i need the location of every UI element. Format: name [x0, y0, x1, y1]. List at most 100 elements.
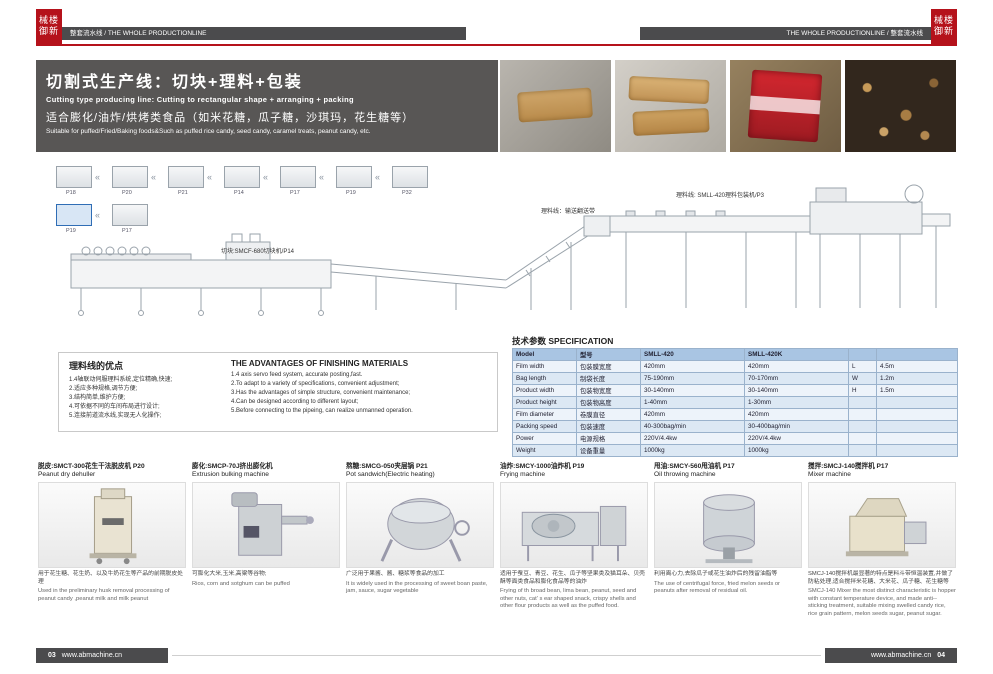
spec-cell: 包装物宽度: [576, 384, 641, 397]
flow-step-label: P19: [346, 190, 356, 196]
advantage-item: 1.4轴联动伺服理料系统,定位精确,快速;: [69, 377, 173, 383]
flow-step-icon: [224, 166, 260, 188]
spec-cell: [876, 432, 958, 445]
advantage-item: 4.Can be designed according to different…: [231, 399, 359, 405]
flow-arrow-icon: «: [263, 172, 269, 182]
header-bar-left: 整套流水线 / THE WHOLE PRODUCTIONLINE: [36, 27, 466, 40]
machine-card-oil-thrower: 甩油:SMCY-560甩油机 P17 Oil throwing machine …: [654, 463, 802, 596]
page-subtitle-en: Suitable for puffed/Fried/Baking foods&S…: [46, 128, 371, 135]
footer-url-left: www.abmachine.cn: [61, 652, 123, 659]
machine-card-dehuller: 脱皮:SMCT-300花生干法脱皮机 P20 Peanut dry dehull…: [38, 463, 186, 603]
machine-desc-cn: 利用离心力,去除瓜子或花生油炸后的残留油脂等: [654, 571, 778, 577]
flow-step-icon: [112, 204, 148, 226]
flow-step-label: P21: [178, 190, 188, 196]
spec-cell: 1-40mm: [640, 396, 745, 409]
oil-thrower-photo: [654, 482, 802, 568]
flow-step-icon: [168, 166, 204, 188]
flow-step-icon-highlighted: [56, 204, 92, 226]
machine-subtitle: Peanut dry dehuller: [38, 471, 96, 478]
spec-cell: 包装速度: [576, 420, 641, 433]
cereal-bar-image: [632, 108, 710, 136]
machine-card-extruder: 膨化:SMCP-70J挤出膨化机 Extrusion bulking machi…: [192, 463, 340, 588]
advantage-item: 4.可依据不同的车间布局进行设计;: [69, 404, 160, 410]
product-photo-cereal-bar-2: [615, 60, 726, 152]
spec-cell: 70-170mm: [744, 372, 849, 385]
spec-cell: Product height: [512, 396, 577, 409]
advantage-item: 3.Has the advantages of simple structure…: [231, 390, 411, 396]
spec-cell: [848, 432, 877, 445]
spec-title: 技术参数 SPECIFICATION: [512, 336, 614, 346]
title-banner: 切割式生产线：切块+理料+包装 Cutting type producing l…: [36, 60, 498, 152]
spec-cell: [876, 348, 958, 361]
spec-cell: 30-400bag/min: [744, 420, 849, 433]
peanut-dehuller-photo: [38, 482, 186, 568]
spec-cell: [876, 420, 958, 433]
spec-cell: L: [848, 360, 877, 373]
cereal-bar-image: [517, 87, 593, 123]
footer-url-right: www.abmachine.cn: [870, 652, 932, 659]
spec-cell: 30-140mm: [640, 384, 745, 397]
spec-cell: [848, 408, 877, 421]
spec-cell: Product width: [512, 384, 577, 397]
packer-label: 理料线: SMLL-420理料包装机/P3: [676, 193, 765, 199]
advantage-item: 3.结构简单,维护方便;: [69, 395, 126, 401]
spec-cell: Film width: [512, 360, 577, 373]
machine-title: 甩油:SMCY-560甩油机 P17: [654, 463, 735, 470]
spec-cell: 卷膜直径: [576, 408, 641, 421]
machine-subtitle: Oil throwing machine: [654, 471, 716, 478]
flow-step-icon: [336, 166, 372, 188]
spec-cell: Bag length: [512, 372, 577, 385]
machine-desc-en: Used in the preliminary husk removal pro…: [38, 588, 170, 602]
spec-cell: 制袋长度: [576, 372, 641, 385]
spec-cell: [876, 396, 958, 409]
header-bar-right: THE WHOLE PRODUCTIONLINE / 整套流水线: [640, 27, 957, 40]
advantages-section: 理料线的优点 1.4轴联动伺服理料系统,定位精确,快速; 2.适应多种规格,调节…: [58, 352, 498, 432]
flow-step-icon: [56, 166, 92, 188]
machine-desc-cn: 可膨化大米,玉米,高粱等谷物;: [192, 571, 267, 577]
machine-subtitle: Mixer machine: [808, 471, 851, 478]
machine-desc-en: Frying of th broad bean, lima bean, pean…: [500, 588, 637, 609]
machine-desc-cn: SMCJ-140搅拌机最显著的特点是料斗带恒温装置,并做了防粘处理,适合搅拌米花…: [808, 571, 953, 585]
advantage-item: 5.连接前道流水线,实现无人化操作;: [69, 413, 162, 419]
page-number-right: 04: [937, 652, 945, 659]
flow-step-label: P17: [290, 190, 300, 196]
spec-cell: 1000kg: [744, 444, 849, 457]
red-wrapper-image: [747, 69, 823, 143]
spec-cell: 420mm: [640, 360, 745, 373]
cereal-bar-image: [628, 75, 710, 105]
product-photo-wrapped-candy: [730, 60, 841, 152]
flow-step-label: P32: [402, 190, 412, 196]
cutter-label: 切块:SMCF-680切块机/P14: [221, 249, 295, 255]
advantage-item: 2.适应多种规格,调节方便;: [69, 386, 138, 392]
spec-cell: 1000kg: [640, 444, 745, 457]
spec-cell: [848, 396, 877, 409]
spec-cell: Packing speed: [512, 420, 577, 433]
machine-card-jacketed-pot: 熬糖:SMCG-050夹层锅 P21 Pot sandwich(Electric…: [346, 463, 494, 596]
advantages-title-cn: 理料线的优点: [69, 361, 124, 371]
advantages-cn: 理料线的优点 1.4轴联动伺服理料系统,定位精确,快速; 2.适应多种规格,调节…: [69, 359, 219, 421]
page-subtitle-cn: 适合膨化/油炸/烘烤类食品（如米花糖，瓜子糖，沙琪玛，花生糖等）: [46, 112, 415, 124]
header-accent-line: [36, 44, 957, 46]
spec-cell: H: [848, 384, 877, 397]
machine-desc-en: SMCJ-140 Mixer the most distinct charact…: [808, 588, 956, 617]
flow-step-label: P20: [122, 190, 132, 196]
flow-arrow-icon: «: [95, 210, 101, 220]
flow-step-label: P14: [234, 190, 244, 196]
machine-title: 膨化:SMCP-70J挤出膨化机: [192, 463, 273, 470]
footer-bar-right: www.abmachine.cn 04: [825, 648, 957, 663]
spec-cell: 30-140mm: [744, 384, 849, 397]
flow-arrow-icon: «: [151, 172, 157, 182]
machine-desc-en: The use of centrifugal force, fried melo…: [654, 580, 780, 595]
page-number-left: 03: [48, 652, 56, 659]
spec-cell: 4.5m: [876, 360, 958, 373]
spec-cell: 420mm: [744, 360, 849, 373]
page-title-cn: 切割式生产线：切块+理料+包装: [46, 74, 303, 91]
machine-desc-en: Rios, corn and sotghum can be puffed: [192, 580, 290, 587]
machine-subtitle: Extrusion bulking machine: [192, 471, 269, 478]
